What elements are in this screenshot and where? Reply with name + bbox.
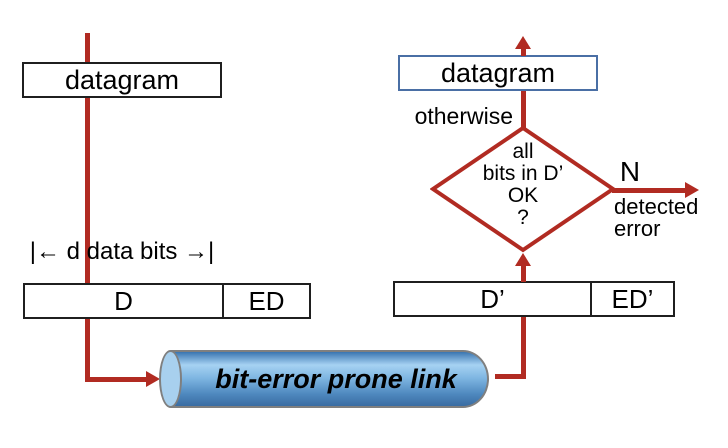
decision-line-2: bits in D’: [482, 162, 564, 185]
receiver-frame-d-cell: D’: [395, 283, 592, 315]
receiver-frame-ed-cell: ED’: [592, 283, 673, 315]
receiver-frame-d-label: D’: [480, 284, 505, 314]
cylinder-left-cap: [159, 350, 182, 408]
sender-frame-d-cell: D: [25, 285, 224, 317]
detected-label: detected: [614, 194, 699, 219]
sender-frame-d-label: D: [114, 286, 133, 316]
link-label: bit-error prone link: [215, 363, 457, 394]
receiver-datagram-box: datagram: [398, 55, 598, 91]
decision-line-1: all: [512, 140, 534, 163]
decision-line-3: OK: [507, 184, 539, 207]
flow-line-sender-in: [85, 33, 90, 63]
sender-datagram-box: datagram: [22, 62, 222, 98]
sender-datagram-label: datagram: [64, 64, 180, 95]
flow-line-decision-to-datagram: [521, 91, 526, 129]
flow-line-frame-to-decision: [521, 264, 526, 282]
decision-diamond: [430, 125, 616, 253]
flow-line-sender-to-link-vertical: [85, 319, 90, 382]
flow-line-receiver-out: [521, 47, 526, 56]
detected-error-label: detected error: [614, 196, 698, 240]
flow-line-sender-down: [85, 98, 90, 283]
decision-line-4: ?: [517, 206, 529, 229]
flow-line-link-to-receiver-vertical: [521, 317, 526, 379]
arrowhead-detected-error: [685, 182, 699, 198]
cylinder-body: [171, 350, 489, 408]
receiver-frame-ed-label: ED’: [611, 284, 654, 314]
flow-line-sender-to-link-horizontal: [85, 377, 148, 382]
arrowhead-into-link: [146, 371, 160, 387]
decision-text: all bits in D’ OK ?: [443, 141, 603, 229]
flow-line-detected-error: [612, 188, 686, 193]
flow-line-link-to-receiver-horizontal: [495, 374, 525, 379]
arrowhead-into-decision: [515, 253, 531, 266]
receiver-datagram-label: datagram: [440, 57, 556, 88]
arrowhead-receiver-out: [515, 36, 531, 49]
sender-frame-ed-label: ED: [248, 286, 285, 316]
bit-error-link-cylinder: bit-error prone link: [159, 350, 489, 408]
otherwise-label: otherwise: [414, 103, 513, 129]
sender-frame-box: D ED: [23, 283, 311, 319]
n-branch-label: N: [619, 156, 641, 187]
d-data-bits-label: |← d data bits →|: [29, 238, 215, 265]
sender-frame-ed-cell: ED: [224, 285, 309, 317]
error-label: error: [614, 216, 661, 241]
receiver-frame-box: D’ ED’: [393, 281, 675, 317]
